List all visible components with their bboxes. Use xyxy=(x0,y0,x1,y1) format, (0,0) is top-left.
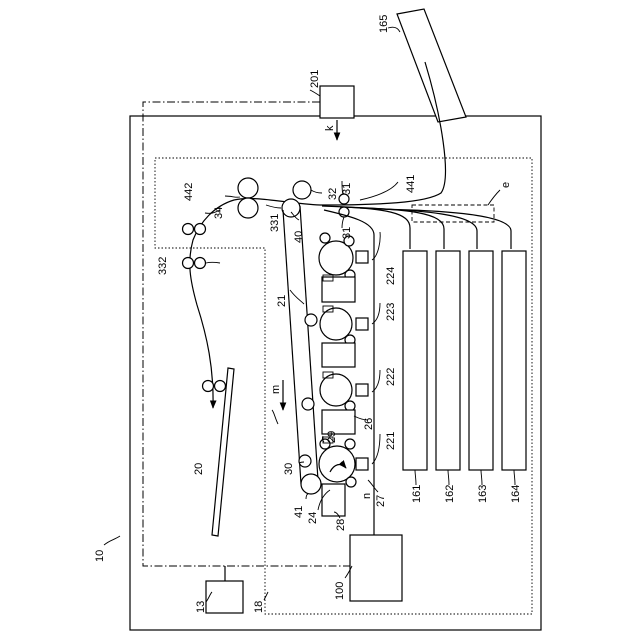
label-m: m xyxy=(270,385,282,394)
output-tray-20 xyxy=(212,368,234,536)
label-n: n xyxy=(361,493,373,499)
roller-332a xyxy=(183,258,194,269)
label-224: 224 xyxy=(385,267,397,285)
cartridge-162 xyxy=(436,251,460,470)
label-29: 29 xyxy=(326,431,338,443)
roller-exit-b xyxy=(215,381,226,392)
controller-100 xyxy=(350,535,402,601)
label-34: 34 xyxy=(213,207,225,219)
cartridge-161 xyxy=(403,251,427,470)
label-10: 10 xyxy=(94,550,106,562)
label-24: 24 xyxy=(307,512,319,524)
label-e: e xyxy=(500,182,512,188)
label-18: 18 xyxy=(253,601,265,613)
cartridge-163 xyxy=(469,251,493,470)
label-k: k xyxy=(324,125,336,131)
label-331: 331 xyxy=(269,214,281,232)
roller-34b xyxy=(238,198,258,218)
label-442: 442 xyxy=(183,183,195,201)
label-332: 332 xyxy=(157,257,169,275)
roller-30 xyxy=(299,455,311,467)
label-21: 21 xyxy=(276,295,288,307)
label-164: 164 xyxy=(510,485,522,503)
label-441: 441 xyxy=(405,175,417,193)
label-20: 20 xyxy=(193,463,205,475)
belt-roller-mid1 xyxy=(305,314,317,326)
label-222: 222 xyxy=(385,368,397,386)
belt-21-outer xyxy=(283,210,301,484)
roller-442a xyxy=(183,224,194,235)
cartridge-164 xyxy=(502,251,526,470)
unit-13 xyxy=(206,581,243,613)
label-165: 165 xyxy=(378,15,390,33)
label-161: 161 xyxy=(411,485,423,503)
belt-21-inner xyxy=(300,206,318,480)
label-31b: 31 xyxy=(341,227,353,239)
supply-path-163 xyxy=(360,208,477,249)
label-40: 40 xyxy=(293,231,305,243)
label-41: 41 xyxy=(293,506,305,518)
roller-34a xyxy=(238,178,258,198)
label-30: 30 xyxy=(283,463,295,475)
paper-path xyxy=(190,198,320,408)
label-221: 221 xyxy=(385,432,397,450)
label-201: 201 xyxy=(309,70,321,88)
station-221 xyxy=(319,437,368,516)
belt-roller-mid2 xyxy=(302,398,314,410)
label-31a: 31 xyxy=(341,183,353,195)
control-line xyxy=(143,102,352,566)
label-100: 100 xyxy=(334,582,346,600)
roller-exit-a xyxy=(203,381,214,392)
label-223: 223 xyxy=(385,303,397,321)
label-26: 26 xyxy=(363,418,375,430)
label-13: 13 xyxy=(195,601,207,613)
station-224 xyxy=(319,233,368,302)
roller-40 xyxy=(282,199,300,217)
roller-332b xyxy=(195,258,206,269)
roller-41 xyxy=(301,474,321,494)
supply-path-164 xyxy=(375,209,511,249)
unit-201 xyxy=(320,86,354,118)
tray-165 xyxy=(397,9,466,122)
station-223 xyxy=(320,306,368,367)
roller-32a xyxy=(293,181,311,199)
label-28: 28 xyxy=(335,519,347,531)
station-222 xyxy=(320,372,368,434)
label-32: 32 xyxy=(327,188,339,200)
label-27: 27 xyxy=(375,495,387,507)
label-162: 162 xyxy=(444,485,456,503)
roller-442b xyxy=(195,224,206,235)
supply-path-162 xyxy=(340,207,444,249)
label-163: 163 xyxy=(477,485,489,503)
